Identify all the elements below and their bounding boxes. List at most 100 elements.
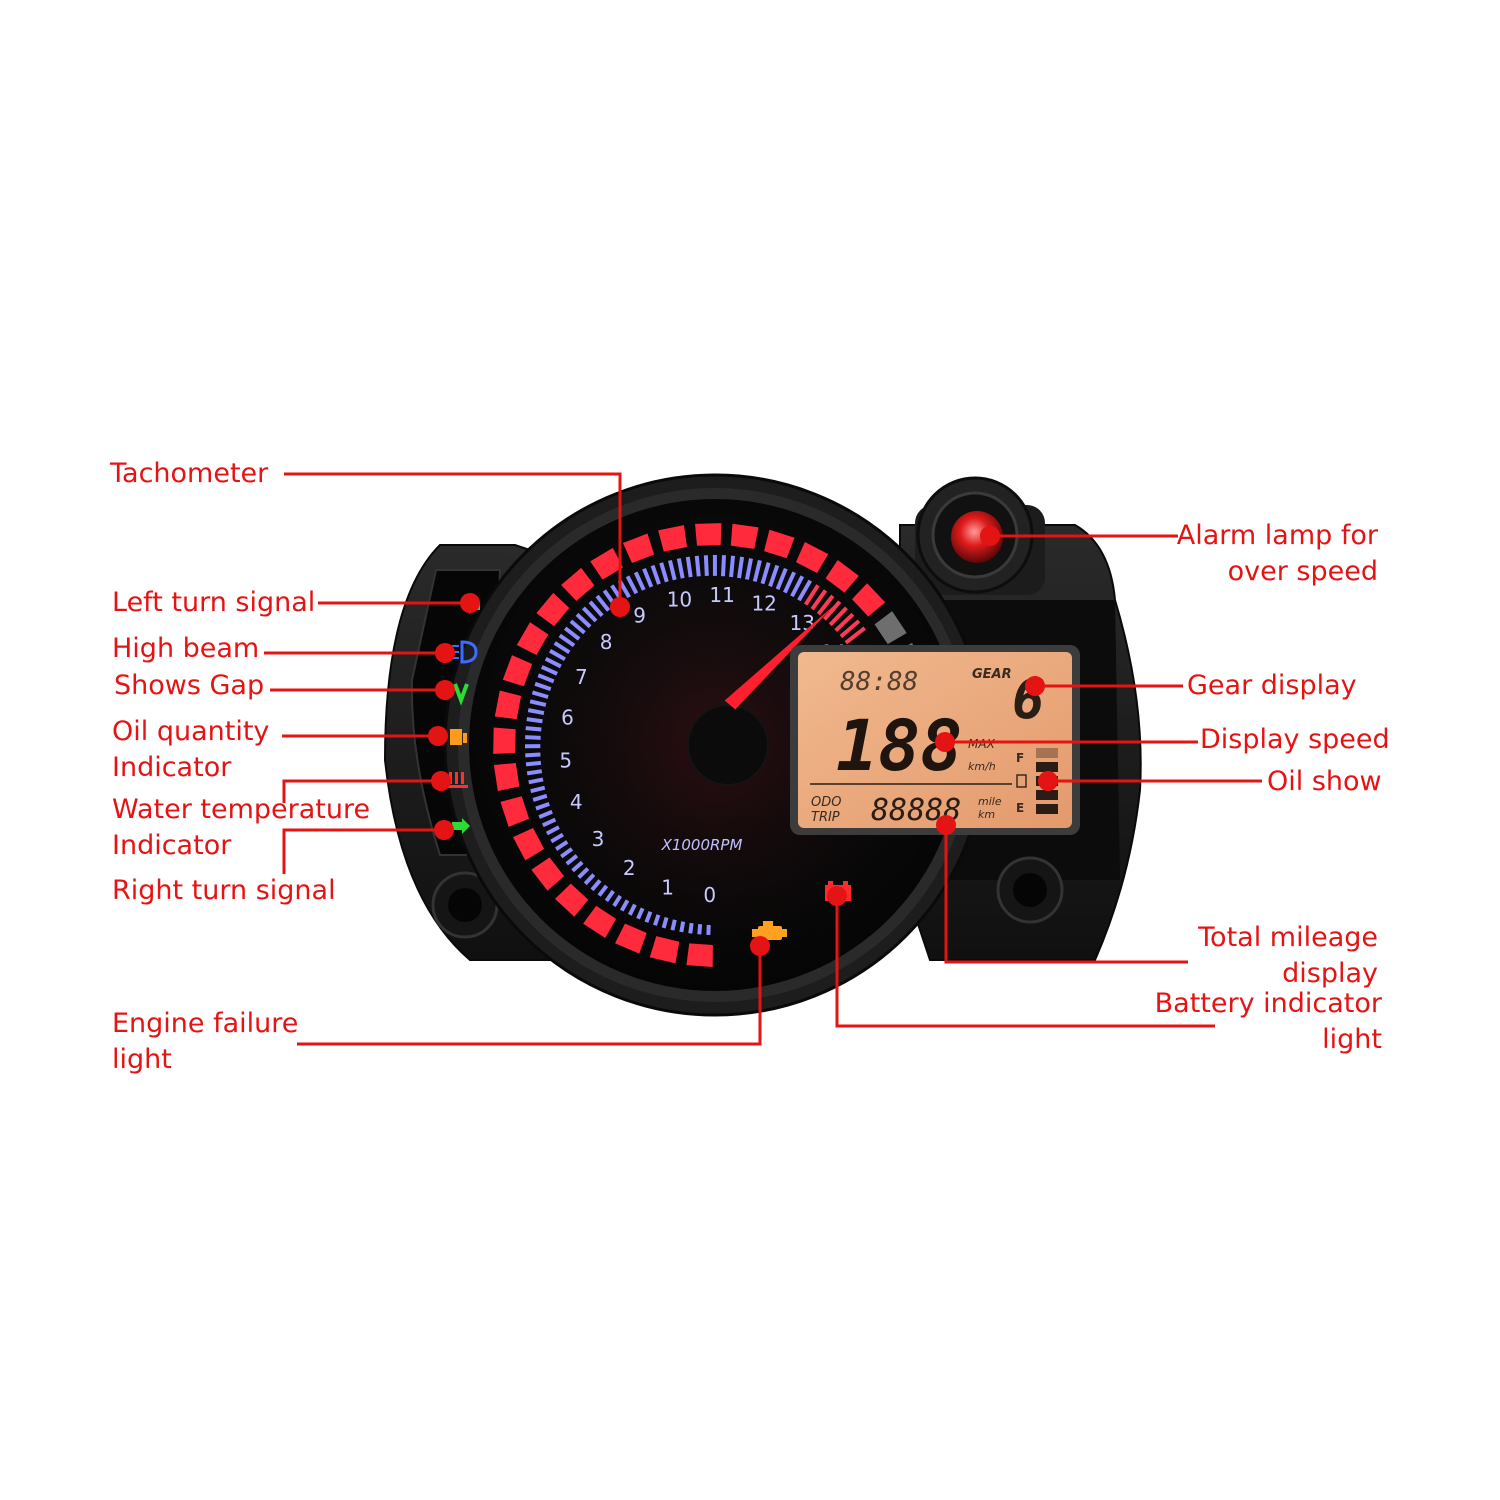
rpm-tick (703, 555, 709, 576)
rpm-tick (541, 817, 557, 828)
rpm-tick (670, 919, 677, 931)
rpm-segment (686, 943, 713, 967)
km-label: km (978, 808, 995, 821)
rpm-tick (540, 665, 558, 676)
rpm-segment (695, 523, 722, 546)
rpm-tick (565, 854, 579, 866)
callout-text: Display speed (1200, 724, 1390, 755)
rpm-tick (628, 903, 637, 916)
oil-quantity-icon (450, 729, 467, 745)
callout-text: High beam (112, 633, 260, 664)
total-mileage-line (944, 825, 1188, 964)
callout-left-turn-signal: Left turn signal (112, 585, 315, 621)
rpm-tick (535, 801, 550, 811)
rpm-tick (775, 567, 788, 591)
rpm-tick (612, 894, 622, 907)
rpm-tick (525, 752, 541, 758)
rpm-tick (790, 575, 805, 598)
rpm-segment (590, 547, 623, 580)
callout-tachometer: Tachometer (110, 456, 268, 492)
rpm-tick (822, 600, 842, 621)
rpm-tick (526, 717, 543, 724)
tachometer-tick-marks (524, 554, 866, 935)
alarm-lamp-icon (951, 511, 1003, 563)
rpm-tick (744, 558, 753, 580)
rpm-tick (620, 899, 630, 912)
rpm-tick (529, 699, 547, 707)
callout-display-speed: Display speed (1200, 722, 1390, 758)
rpm-tick-label: 11 (709, 583, 734, 607)
rpm-tick (676, 558, 685, 579)
rpm-tick (659, 562, 669, 583)
rpm-tick (525, 760, 542, 767)
rpm-tick (803, 584, 820, 606)
rpm-segment (516, 622, 549, 655)
rpm-tick (528, 777, 544, 785)
gear-label: GEAR (972, 667, 1012, 682)
rpm-tick (545, 825, 560, 836)
rpm-tick (644, 911, 653, 923)
callout-text: Water temperature (112, 794, 371, 825)
rpm-tick (595, 594, 611, 612)
mile-label: mile (978, 795, 1002, 808)
callout-total-mileage: Total mileage display (1198, 920, 1378, 992)
rpm-tick (554, 840, 569, 851)
callout-engine-failure: Engine failure light (112, 1006, 298, 1078)
callout-text: display (1282, 958, 1378, 989)
rpm-tick (828, 606, 848, 627)
rpm-tick (625, 575, 639, 595)
rpm-segment (874, 611, 907, 645)
rpm-segment (561, 567, 595, 601)
rpm-tick-label: 9 (633, 603, 646, 627)
rpm-tick (534, 681, 552, 692)
rpm-tick (768, 564, 780, 587)
right-turn-icon (452, 818, 470, 834)
rpm-segment (649, 936, 680, 964)
rpm-segment (622, 533, 655, 564)
rpm-segment (493, 762, 520, 792)
speed-unit: km/h (968, 760, 996, 773)
callout-text: Indicator (112, 830, 232, 861)
rpm-tick (575, 612, 592, 629)
rpm-tick (532, 793, 548, 802)
callout-text: Oil show (1267, 766, 1382, 797)
rpm-segment (536, 592, 570, 627)
rpm-segment (494, 690, 522, 720)
rpm-segment (825, 560, 859, 593)
callout-text: Total mileage (1198, 922, 1378, 953)
right-turn-line (282, 828, 444, 874)
rpm-tick (783, 571, 796, 594)
trip-label: TRIP (811, 810, 840, 825)
rpm-tick-label: 1 (661, 875, 674, 899)
needle-hub (687, 704, 769, 786)
callout-text: Right turn signal (112, 875, 336, 906)
rpm-tick (538, 809, 553, 819)
callout-oil-show: Oil show (1267, 764, 1382, 800)
callout-text: Alarm lamp for (1176, 520, 1378, 551)
rpm-tick-label: 12 (751, 591, 776, 615)
rpm-tick-label: 0 (703, 883, 716, 907)
rpm-tick (694, 555, 701, 577)
rpm-tick (563, 626, 581, 641)
callout-lines (264, 472, 1262, 1046)
rpm-tick (560, 847, 574, 859)
water-temp-line (282, 779, 441, 803)
rpm-segment (531, 857, 565, 891)
rpm-segment (500, 796, 530, 827)
rpm-tick (685, 556, 693, 578)
rpm-tick (737, 556, 745, 579)
rpm-tick (558, 633, 576, 648)
callout-text: Left turn signal (112, 587, 316, 618)
rpm-segment (730, 523, 759, 549)
rpm-tick (721, 555, 726, 577)
callout-alarm-lamp: Alarm lamp for over speed (1177, 518, 1378, 590)
rpm-tick-label: 4 (570, 790, 583, 814)
callout-right-turn-signal: Right turn signal (112, 873, 336, 909)
rpm-tick (688, 922, 694, 934)
rpm-tick (797, 579, 813, 602)
rpm-tick-label: 6 (561, 705, 574, 729)
rpm-tick (834, 612, 855, 633)
rpm-tick-label: 2 (623, 856, 636, 880)
rpm-tick (549, 649, 566, 662)
